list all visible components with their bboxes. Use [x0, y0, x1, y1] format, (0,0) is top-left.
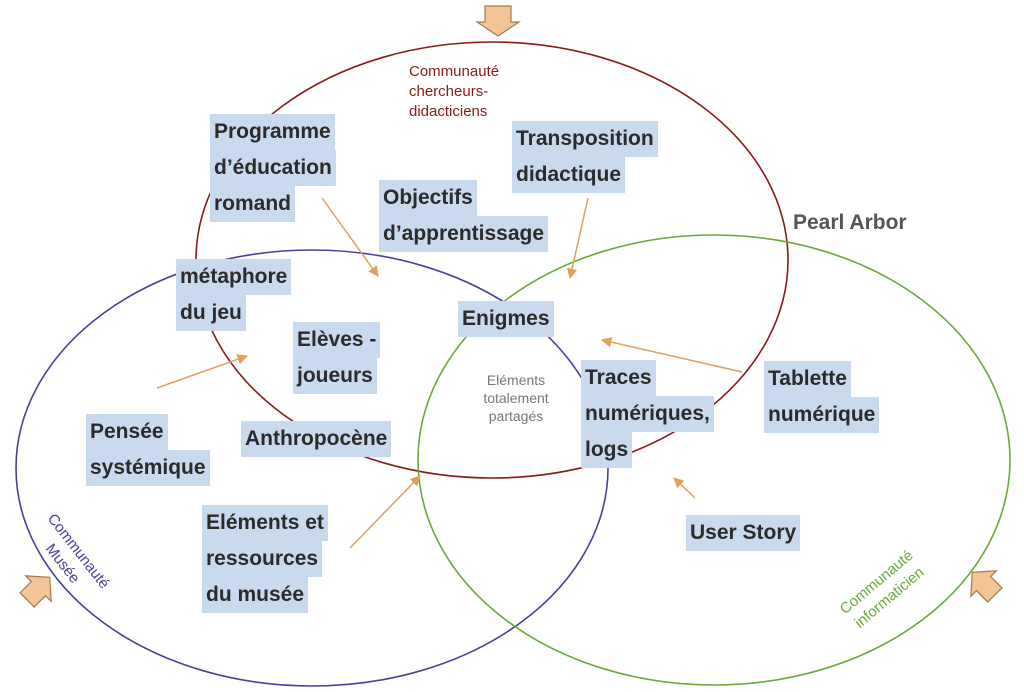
arrow-transposition [566, 197, 589, 280]
researchers-community-label: Communauté chercheurs- didacticiens [409, 63, 500, 120]
museum-circle [15, 249, 609, 687]
arrow-metaphore [156, 354, 248, 389]
arrow-tablette [600, 336, 743, 373]
left-block-arrow-icon [19, 575, 52, 608]
concept-pensee: Pensée systémique [86, 414, 210, 486]
concept-elements-musee: Eléments et ressources du musée [202, 505, 328, 613]
concept-enigmes: Enigmes [458, 301, 554, 337]
arrow-programme [321, 197, 379, 277]
concept-tablette: Tablette numérique [764, 361, 880, 433]
top-block-arrow-icon [475, 5, 521, 37]
brand-label: Pearl Arbor [793, 211, 907, 234]
concept-anthropocene: Anthropocène [241, 421, 392, 457]
it-circle [417, 234, 1011, 686]
arrow-user-story [673, 477, 696, 499]
concept-eleves: Elèves - joueurs [293, 322, 381, 394]
concept-traces: Traces numériques, logs [581, 360, 714, 468]
shared-elements-label: Eléments totalement partagés [483, 372, 549, 424]
arrow-elements-musee [349, 475, 421, 549]
concept-transposition: Transposition didactique [512, 121, 658, 193]
concept-user-story: User Story [686, 515, 801, 551]
concept-metaphore: métaphore du jeu [176, 259, 292, 331]
concept-objectifs: Objectifs d’apprentissage [379, 180, 549, 252]
right-block-arrow-icon [970, 570, 1003, 603]
concept-programme: Programme d’éducation romand [210, 114, 336, 222]
